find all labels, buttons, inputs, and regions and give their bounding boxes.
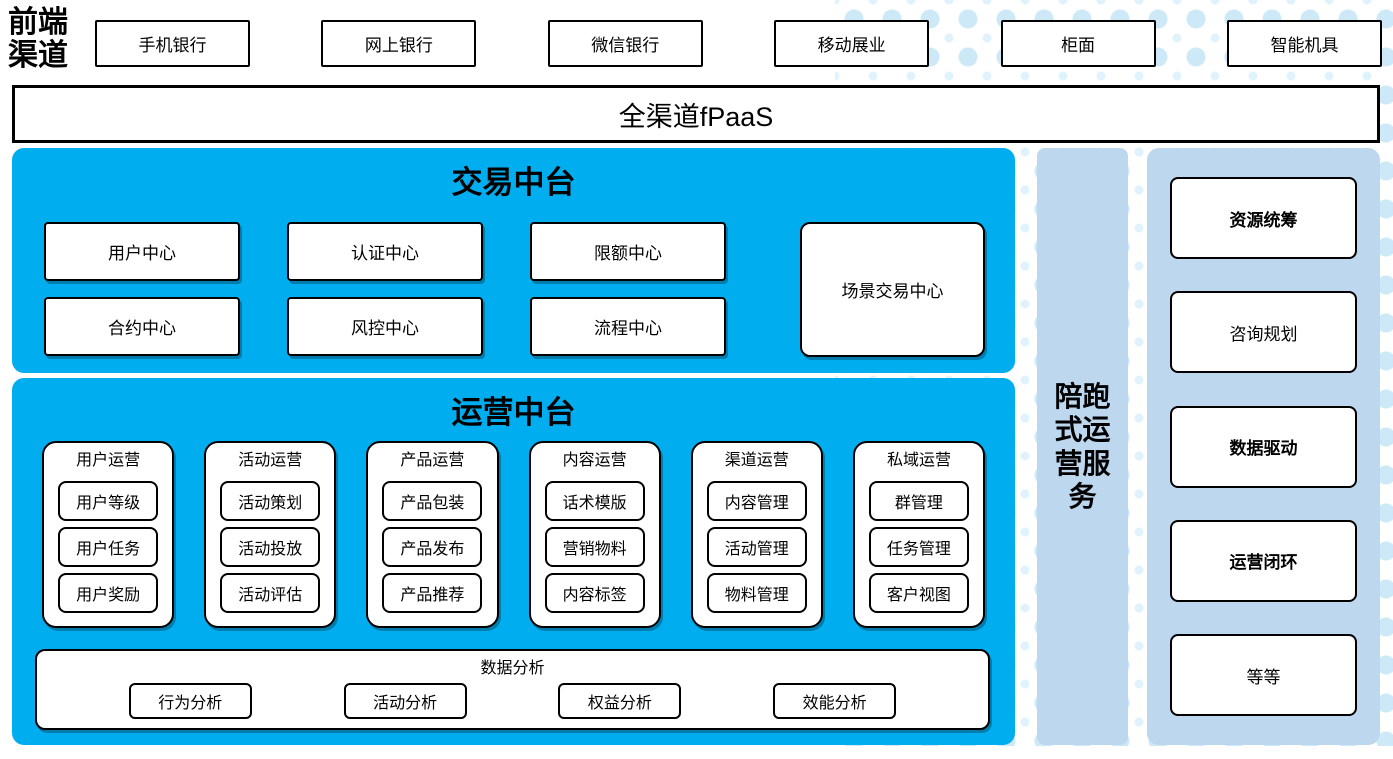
ops-col-header: 产品运营 xyxy=(400,452,465,469)
center-authentication: 认证中心 xyxy=(287,222,483,281)
ops-col-header: 活动运营 xyxy=(238,452,303,469)
ops-item: 客户视图 xyxy=(868,573,969,613)
panel-consulting: 咨询规划 xyxy=(1170,291,1357,374)
ops-item: 产品推荐 xyxy=(382,573,483,613)
channel-online-banking: 网上银行 xyxy=(321,20,477,67)
ops-columns: 用户运营 用户等级 用户任务 用户奖励 活动运营 活动策划 活动投放 活动评估 … xyxy=(42,441,986,628)
ops-item: 用户任务 xyxy=(58,527,159,567)
ops-col-user: 用户运营 用户等级 用户任务 用户奖励 xyxy=(42,441,175,628)
panel-etc: 等等 xyxy=(1170,634,1357,716)
analysis-efficiency: 效能分析 xyxy=(773,683,897,719)
channel-wechat-banking: 微信银行 xyxy=(547,20,703,67)
front-channels-label-line2: 渠道 xyxy=(8,38,68,73)
front-channels-label: 前端 渠道 xyxy=(8,6,68,72)
center-limit: 限额中心 xyxy=(530,222,726,281)
center-contract: 合约中心 xyxy=(44,297,240,356)
center-scenario-trade: 场景交易中心 xyxy=(800,222,985,357)
ops-col-header: 渠道运营 xyxy=(724,452,789,469)
ops-item: 用户等级 xyxy=(58,481,159,521)
ops-col-header: 用户运营 xyxy=(76,452,141,469)
ops-item: 用户奖励 xyxy=(58,573,159,613)
ops-item: 话术模版 xyxy=(544,481,645,521)
ops-item: 内容标签 xyxy=(544,573,645,613)
service-panel: 资源统筹 咨询规划 数据驱动 运营闭环 等等 xyxy=(1147,148,1380,745)
ops-item: 物料管理 xyxy=(706,573,807,613)
channels-row: 手机银行 网上银行 微信银行 移动展业 柜面 智能机具 xyxy=(95,20,1382,67)
channel-smart-devices: 智能机具 xyxy=(1226,20,1382,67)
trade-platform-title: 交易中台 xyxy=(451,165,576,201)
trade-platform-section: 交易中台 用户中心 合约中心 认证中心 风控中心 限额中心 流程中心 场景交易中… xyxy=(12,148,1015,373)
channel-mobile-banking: 手机银行 xyxy=(95,20,250,67)
trade-column-2: 认证中心 风控中心 xyxy=(287,222,483,356)
channel-mobile-marketing: 移动展业 xyxy=(774,20,930,67)
ops-platform-section: 运营中台 用户运营 用户等级 用户任务 用户奖励 活动运营 活动策划 活动投放 … xyxy=(12,378,1015,745)
ops-col-channel: 渠道运营 内容管理 活动管理 物料管理 xyxy=(690,441,823,628)
ops-col-header: 私域运营 xyxy=(886,452,951,469)
ops-col-private-domain: 私域运营 群管理 任务管理 客户视图 xyxy=(852,441,986,628)
data-analysis-band: 数据分析 行为分析 活动分析 权益分析 效能分析 xyxy=(35,649,990,730)
data-analysis-title: 数据分析 xyxy=(480,660,545,677)
ops-item: 任务管理 xyxy=(868,527,969,567)
panel-ops-loop: 运营闭环 xyxy=(1170,519,1357,602)
ops-item: 群管理 xyxy=(868,481,969,521)
ops-item: 活动投放 xyxy=(220,527,321,567)
data-analysis-boxes: 行为分析 活动分析 权益分析 效能分析 xyxy=(37,683,988,719)
ops-col-product: 产品运营 产品包装 产品发布 产品推荐 xyxy=(366,441,499,628)
front-channels-label-line1: 前端 xyxy=(8,5,68,40)
ops-item: 产品包装 xyxy=(382,481,483,521)
analysis-activity: 活动分析 xyxy=(343,683,467,719)
panel-resource-planning: 资源统筹 xyxy=(1170,177,1357,259)
center-process: 流程中心 xyxy=(530,297,726,356)
fpaas-bar: 全渠道fPaaS xyxy=(12,85,1380,143)
ops-item: 活动评估 xyxy=(220,573,321,613)
trade-column-3: 限额中心 流程中心 xyxy=(530,222,726,356)
accompany-service-bar: 陪跑式运营服务 xyxy=(1037,148,1128,745)
ops-item: 内容管理 xyxy=(706,481,807,521)
center-risk-control: 风控中心 xyxy=(287,297,483,356)
ops-platform-title: 运营中台 xyxy=(451,395,576,431)
channel-counter: 柜面 xyxy=(1000,20,1156,67)
ops-item: 活动策划 xyxy=(220,481,321,521)
ops-item: 产品发布 xyxy=(382,527,483,567)
ops-item: 活动管理 xyxy=(706,527,807,567)
ops-col-header: 内容运营 xyxy=(562,452,627,469)
ops-col-activity: 活动运营 活动策划 活动投放 活动评估 xyxy=(204,441,337,628)
analysis-behavior: 行为分析 xyxy=(128,683,252,719)
center-user: 用户中心 xyxy=(44,222,240,281)
ops-col-content: 内容运营 话术模版 营销物料 内容标签 xyxy=(528,441,661,628)
ops-item: 营销物料 xyxy=(544,527,645,567)
accompany-service-label: 陪跑式运营服务 xyxy=(1054,381,1111,512)
analysis-benefit: 权益分析 xyxy=(558,683,682,719)
panel-data-driven: 数据驱动 xyxy=(1170,405,1357,488)
trade-column-1: 用户中心 合约中心 xyxy=(44,222,240,356)
